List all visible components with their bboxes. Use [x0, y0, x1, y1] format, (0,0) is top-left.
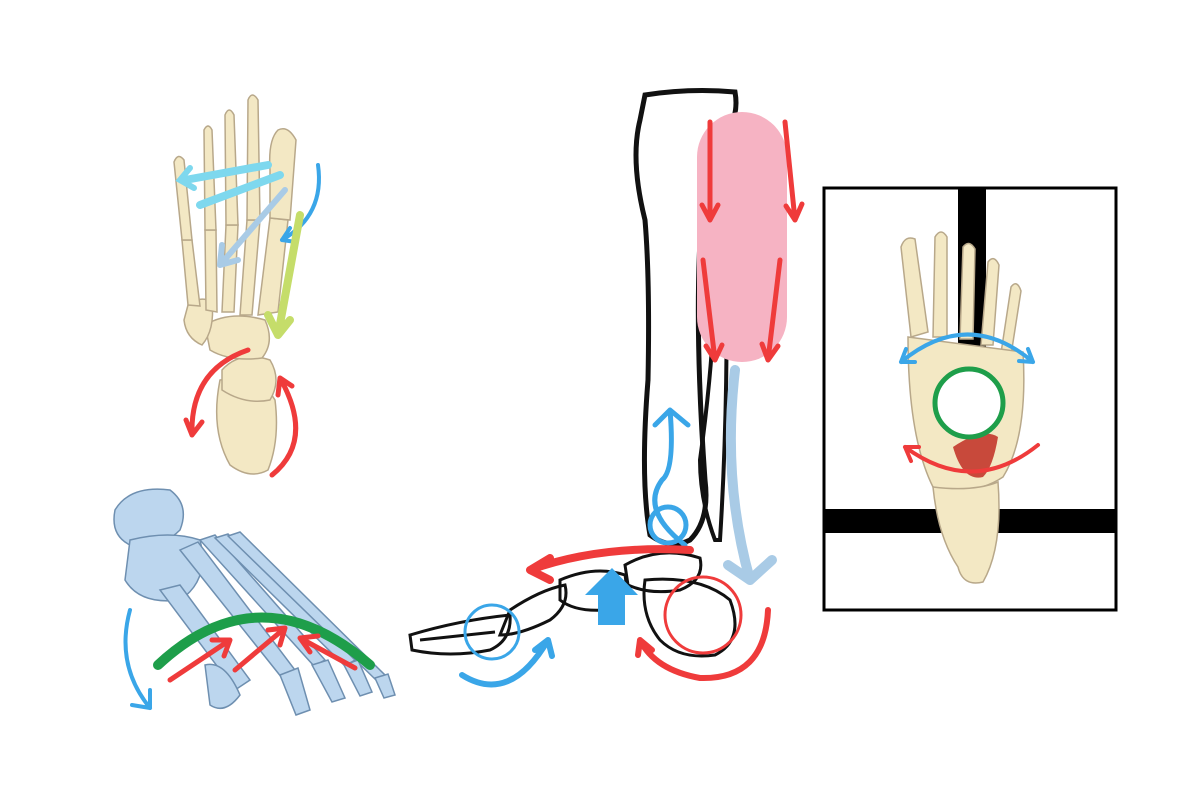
- red-arc-arrow-icon: [903, 443, 1040, 474]
- blue-toe-curved-arrow-icon: [459, 637, 555, 688]
- toe-1: [204, 663, 241, 710]
- lime-arrow-icon: [264, 211, 304, 339]
- panel-top-left-foot: [173, 94, 321, 478]
- green-arch-icon: [153, 612, 375, 670]
- blue-block-arrow-icon: [585, 568, 638, 625]
- heel-bone: [113, 488, 185, 547]
- blue-circle-marker-icon: [463, 603, 521, 661]
- red-arrows-icon: [167, 625, 358, 683]
- metatarsals-outline: [497, 583, 568, 637]
- red-down-arrows-icon: [699, 119, 805, 363]
- toe-5: [373, 673, 396, 699]
- muscle-belly-icon: [697, 112, 787, 362]
- blue-arc-arrow-icon: [899, 332, 1035, 364]
- light-blue-down-arrow-icon: [723, 365, 777, 585]
- blue-curved-arrow-icon: [123, 608, 152, 710]
- green-circle-marker-icon: [932, 366, 1006, 440]
- red-right-rotation-arrow-icon: [269, 375, 299, 478]
- foot-skeleton-oblique: [113, 488, 396, 716]
- red-left-rotation-arrow-icon: [183, 347, 251, 438]
- toe-4: [342, 659, 374, 697]
- toe-3: [310, 659, 347, 703]
- foot-skeleton-plantar: [900, 231, 1025, 584]
- calcaneus-outline: [642, 577, 737, 658]
- toes-outline: [408, 613, 512, 656]
- metatarsal-5: [181, 239, 201, 307]
- metatarsal-c: [198, 534, 327, 667]
- metatarsal-4: [204, 229, 218, 313]
- toe-5: [1000, 283, 1022, 356]
- panel-center-leg: [408, 88, 805, 688]
- toe-2: [279, 667, 311, 716]
- metatarsal-a: [158, 584, 252, 692]
- red-left-arrow-icon: [526, 545, 694, 584]
- light-blue-arrow-icon: [217, 187, 288, 268]
- toe-4: [980, 257, 1000, 346]
- foot-skeleton-dorsal: [173, 94, 297, 475]
- metatarsal-3: [221, 224, 239, 313]
- muscle-strip-icon: [953, 433, 998, 478]
- red-heel-curved-arrow-icon: [635, 607, 771, 682]
- panel-right-framed-foot: [822, 186, 1118, 612]
- panel-bottom-left-foot: [113, 488, 396, 716]
- toe-3: [959, 242, 976, 340]
- foot-bones-outline: [408, 551, 737, 658]
- big-toe: [900, 237, 929, 338]
- heel: [932, 480, 1000, 584]
- talus-bone: [221, 355, 277, 402]
- red-circle-marker-icon: [663, 575, 743, 655]
- talus-outline: [623, 551, 703, 594]
- toe-2: [932, 231, 948, 338]
- cyan-arrow-icon: [175, 161, 284, 209]
- blue-swirl-icon: [647, 504, 689, 546]
- blue-up-arrow-icon: [652, 407, 691, 548]
- toe-2-phalanx: [246, 94, 261, 221]
